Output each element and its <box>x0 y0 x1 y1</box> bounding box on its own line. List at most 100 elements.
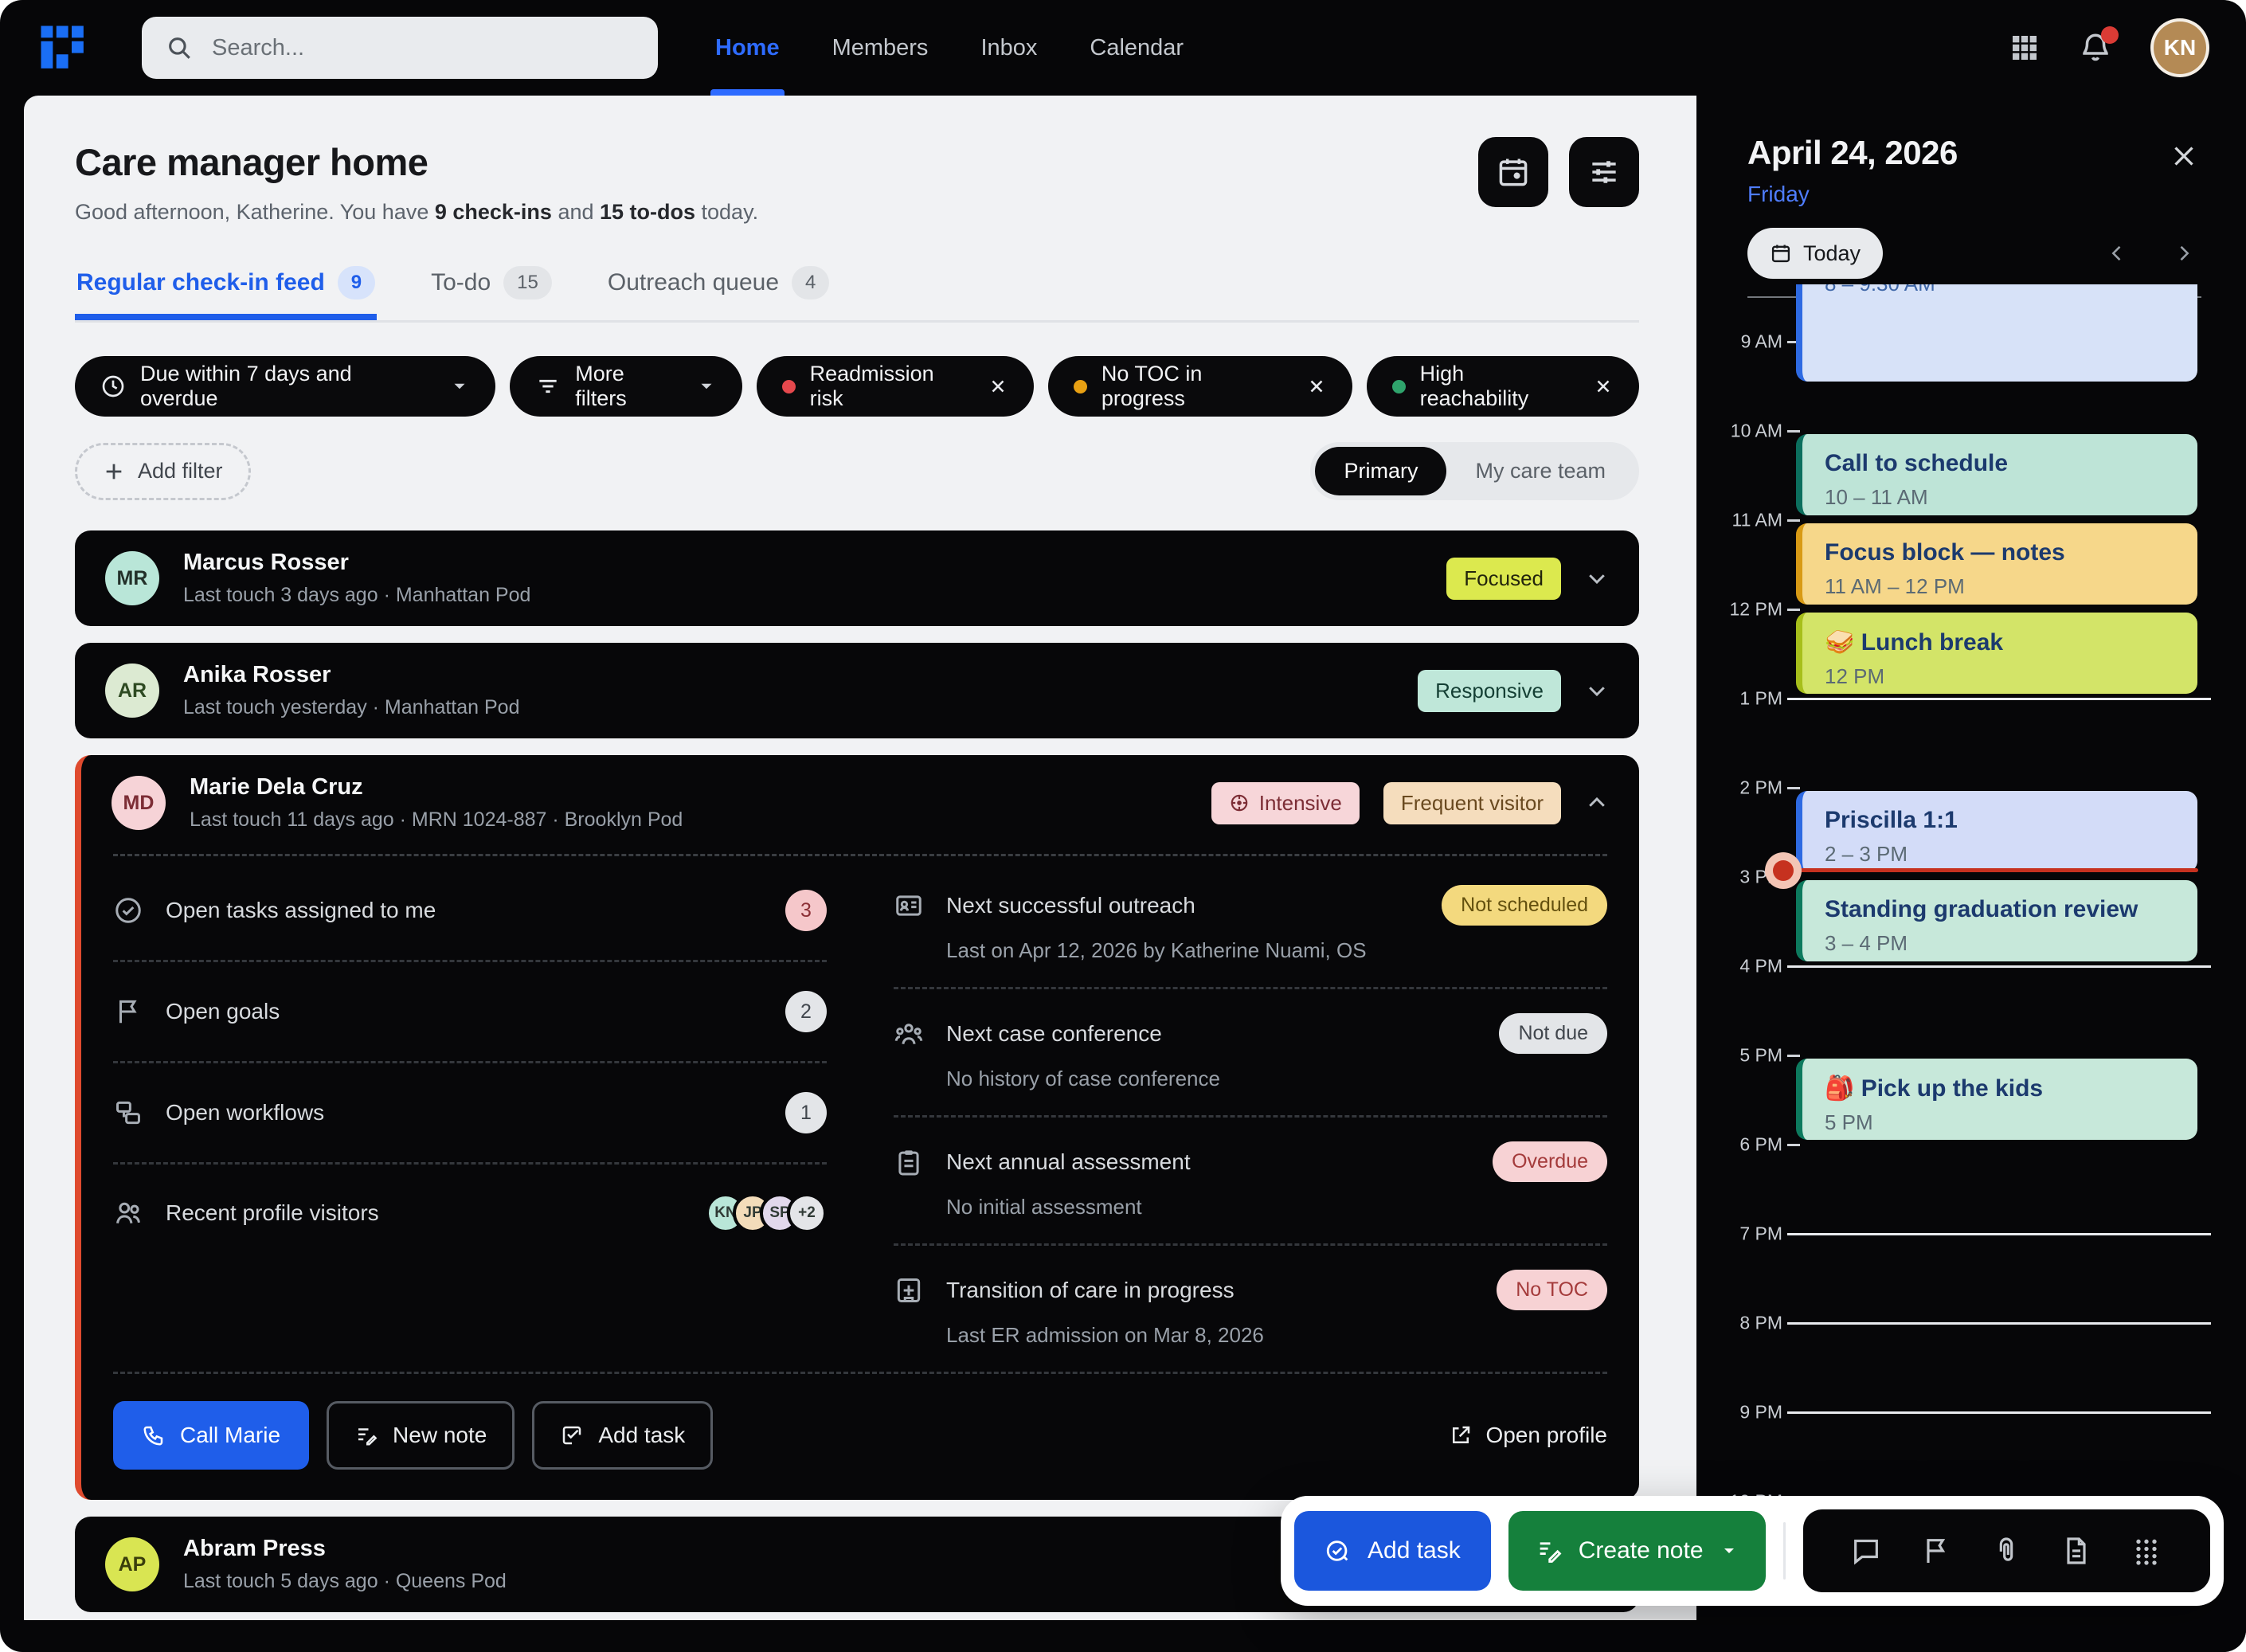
today-button[interactable]: Today <box>1747 228 1884 279</box>
paperclip-icon[interactable] <box>1990 1535 2022 1567</box>
nav-inbox[interactable]: Inbox <box>980 34 1038 61</box>
member-name: Marcus Rosser <box>183 550 349 575</box>
chevron-down-icon[interactable] <box>1585 566 1609 590</box>
topbar: Home Members Inbox Calendar KN <box>0 0 2246 96</box>
main-panel: Care manager home Good afternoon, Kather… <box>24 96 1696 1620</box>
page-title: Care manager home <box>75 141 428 183</box>
remove-filter-icon[interactable] <box>1593 376 1614 397</box>
toggle-primary[interactable]: Primary <box>1315 447 1447 495</box>
plus-icon <box>103 460 125 483</box>
group-icon <box>894 1019 924 1049</box>
search-input[interactable] <box>210 33 634 62</box>
calendar-toggle-button[interactable] <box>1478 137 1548 207</box>
apps-grid-icon[interactable] <box>2009 32 2041 64</box>
remove-filter-icon[interactable] <box>988 376 1008 397</box>
filter-chip-readmission-risk[interactable]: Readmission risk <box>756 356 1034 417</box>
flag-icon[interactable] <box>1920 1535 1952 1567</box>
transition-of-care-row[interactable]: Transition of care in progress No TOC La… <box>894 1246 1607 1372</box>
details-left-column: Open tasks assigned to me 3 Open goals 2… <box>113 861 827 1372</box>
hour-gridline <box>1787 1322 2211 1325</box>
orange-dot-icon <box>1073 379 1087 393</box>
event-time: 10 – 11 AM <box>1825 485 1928 509</box>
avatar: AR <box>105 664 159 718</box>
filter-chip-no-toc[interactable]: No TOC in progress <box>1047 356 1352 417</box>
open-profile-link[interactable]: Open profile <box>1449 1423 1607 1448</box>
open-workflows-row[interactable]: Open workflows 1 <box>113 1063 827 1165</box>
hour-gridline <box>1787 1233 2211 1235</box>
view-settings-button[interactable] <box>1569 137 1639 207</box>
new-note-button[interactable]: New note <box>327 1401 515 1470</box>
app-logo-icon[interactable] <box>37 22 89 74</box>
header-actions <box>1478 137 1639 207</box>
caret-down-icon <box>1720 1541 1739 1560</box>
intensive-badge: Intensive <box>1211 781 1360 824</box>
call-member-button[interactable]: Call Marie <box>113 1401 310 1470</box>
user-avatar[interactable]: KN <box>2150 18 2209 77</box>
toggle-my-care-team[interactable]: My care team <box>1475 459 1606 483</box>
filter-due-dropdown[interactable]: Due within 7 days and overdue <box>75 356 496 417</box>
chevron-down-icon[interactable] <box>1585 679 1609 703</box>
remove-filter-icon[interactable] <box>1306 376 1327 397</box>
hour-label: 2 PM <box>1739 777 1782 798</box>
toc-sub: Last ER admission on Mar 8, 2026 <box>946 1323 1264 1347</box>
avatar: MR <box>105 551 159 605</box>
toolbar-add-task-button[interactable]: Add task <box>1294 1511 1491 1591</box>
toolbar-icon-tray <box>1802 1509 2210 1592</box>
outreach-sub: Last on Apr 12, 2026 by Katherine Nuami,… <box>946 938 1367 962</box>
check-circle-icon <box>113 895 143 926</box>
event-title: Priscilla 1:1 <box>1825 807 1958 833</box>
global-search[interactable] <box>142 17 658 79</box>
event-time: 8 – 9:30 AM <box>1825 284 2175 296</box>
filter-more-dropdown[interactable]: More filters <box>510 356 742 417</box>
open-tasks-row[interactable]: Open tasks assigned to me 3 <box>113 861 827 962</box>
add-task-button[interactable]: Add task <box>532 1401 714 1470</box>
hour-label: 9 AM <box>1740 331 1782 352</box>
event-title: Focus block — notes <box>1825 539 2065 566</box>
toolbar-create-note-button[interactable]: Create note <box>1508 1511 1766 1591</box>
tab-count: 15 <box>503 266 552 299</box>
calendar-event[interactable]: 8 – 9:30 AM <box>1796 284 2197 382</box>
hour-gridline <box>1787 787 1800 789</box>
nav-members[interactable]: Members <box>831 34 929 61</box>
topbar-right: KN <box>2009 18 2209 77</box>
next-case-conference-row[interactable]: Next case conference Not due No history … <box>894 989 1607 1118</box>
filter-chip-high-reachability[interactable]: High reachability <box>1366 356 1639 417</box>
close-icon[interactable] <box>2170 142 2198 170</box>
next-annual-assessment-row[interactable]: Next annual assessment Overdue No initia… <box>894 1118 1607 1246</box>
chat-icon[interactable] <box>1850 1535 1882 1567</box>
case-conference-sub: No history of case conference <box>946 1067 1220 1090</box>
add-filter-button[interactable]: Add filter <box>75 442 251 500</box>
chevron-up-icon[interactable] <box>1585 791 1609 815</box>
notifications-bell-icon[interactable] <box>2079 26 2119 65</box>
chevron-left-icon[interactable] <box>2106 242 2128 264</box>
chevron-right-icon[interactable] <box>2173 242 2195 264</box>
next-outreach-row[interactable]: Next successful outreach Not scheduled L… <box>894 861 1607 989</box>
dots-grid-icon[interactable] <box>2131 1535 2162 1567</box>
chevron-down-icon <box>449 376 470 397</box>
hour-label: 6 PM <box>1739 1133 1782 1155</box>
nav-home[interactable]: Home <box>710 0 785 96</box>
open-goals-row[interactable]: Open goals 2 <box>113 962 827 1063</box>
intensive-icon <box>1229 793 1250 813</box>
document-icon[interactable] <box>2060 1535 2092 1567</box>
hour-label: 5 PM <box>1739 1044 1782 1066</box>
nav-calendar[interactable]: Calendar <box>1090 34 1184 61</box>
